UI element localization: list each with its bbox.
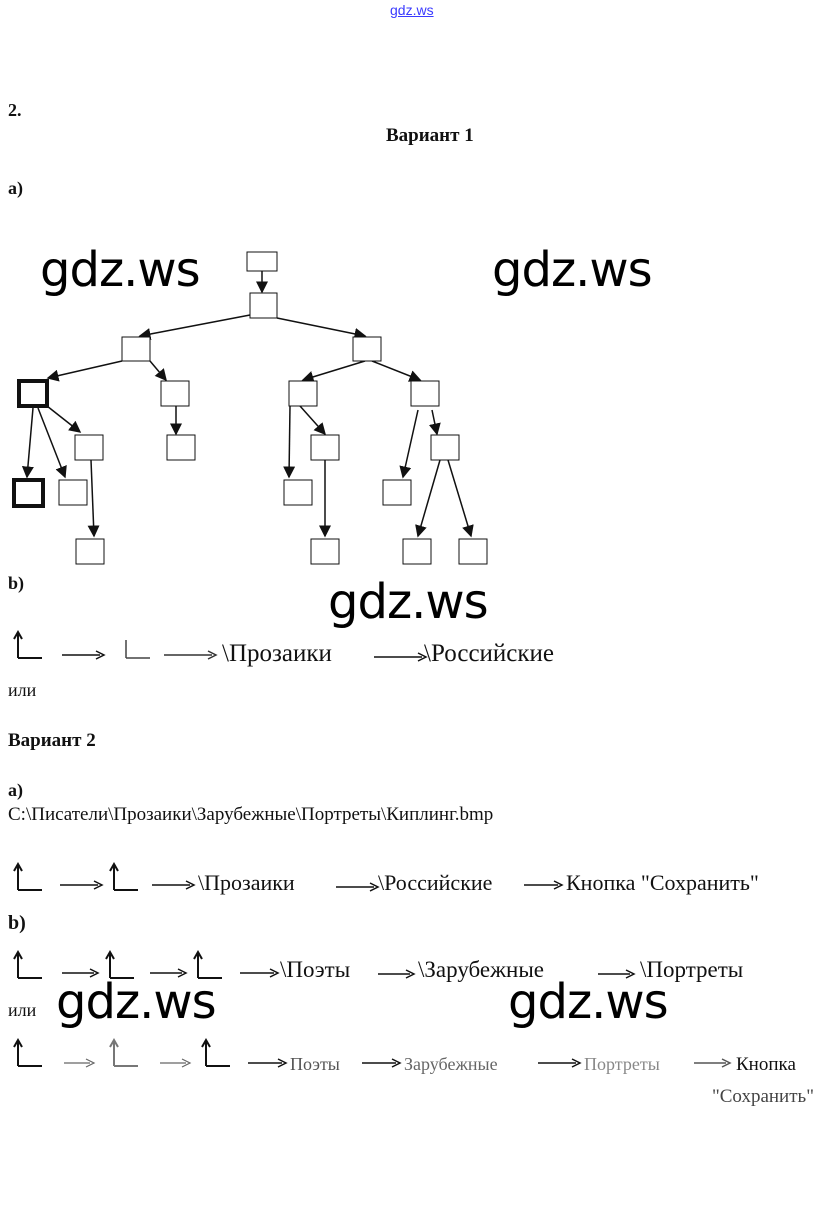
arrow-right-icon bbox=[694, 1058, 732, 1068]
arrow-right-icon bbox=[240, 968, 280, 978]
path-segment: \Российские bbox=[424, 640, 555, 667]
or-label: или bbox=[8, 1000, 37, 1020]
arrow-right-icon bbox=[374, 652, 428, 662]
arrow-right-icon bbox=[62, 968, 100, 978]
arrow-right-icon bbox=[598, 969, 636, 979]
task-number: 2. bbox=[8, 100, 22, 120]
path-segment: Зарубежные bbox=[404, 1054, 498, 1074]
path-segment: Кнопка bbox=[736, 1054, 796, 1075]
file-path: C:\Писатели\Прозаики\Зарубежные\Портреты… bbox=[8, 804, 494, 825]
path-segment: \Российские bbox=[378, 870, 493, 895]
tree-node bbox=[382, 479, 412, 506]
tree-node-highlighted bbox=[12, 478, 45, 508]
tree-node bbox=[246, 251, 278, 272]
or-label: или bbox=[8, 680, 37, 700]
watermark: gdz.ws bbox=[492, 242, 653, 298]
arrow-right-icon bbox=[538, 1058, 582, 1068]
tree-node bbox=[121, 336, 151, 362]
up-level-icon bbox=[109, 1038, 138, 1067]
up-level-icon bbox=[13, 950, 42, 979]
variant1-title: Вариант 1 bbox=[386, 125, 474, 146]
up-level-icon bbox=[105, 950, 134, 979]
path-segment: \Прозаики bbox=[222, 640, 332, 667]
tree-node-highlighted bbox=[17, 379, 49, 408]
header-link[interactable]: gdz.ws bbox=[390, 2, 434, 18]
tree-node bbox=[58, 479, 88, 506]
arrow-right-icon bbox=[524, 880, 564, 890]
arrow-right-icon bbox=[150, 968, 188, 978]
tree-node bbox=[74, 434, 104, 461]
tree-node bbox=[160, 380, 190, 407]
path-segment: "Сохранить" bbox=[712, 1086, 814, 1107]
arrow-right-icon bbox=[362, 1058, 402, 1068]
path-segment: \Зарубежные bbox=[418, 957, 544, 982]
watermark: gdz.ws bbox=[40, 242, 201, 298]
up-level-icon bbox=[109, 862, 138, 891]
tree-node bbox=[249, 292, 278, 319]
tree-node bbox=[310, 434, 340, 461]
folder-tree-diagram bbox=[12, 251, 488, 565]
arrow-right-icon bbox=[248, 1058, 288, 1068]
arrow-right-icon bbox=[62, 650, 106, 660]
watermark: gdz.ws bbox=[328, 574, 489, 630]
tree-node bbox=[310, 538, 340, 565]
save-button-label: Кнопка "Сохранить" bbox=[566, 870, 759, 895]
up-level-icon bbox=[13, 862, 42, 891]
up-level-icon bbox=[13, 630, 42, 659]
tree-node bbox=[166, 434, 196, 461]
arrow-right-icon bbox=[164, 650, 218, 660]
tree-node bbox=[283, 479, 313, 506]
arrow-right-icon bbox=[160, 1058, 192, 1068]
variant2-part-a: а) bbox=[8, 780, 23, 800]
up-level-icon bbox=[13, 1038, 42, 1067]
path-segment: Портреты bbox=[584, 1054, 660, 1074]
path-segment: \Портреты bbox=[640, 957, 744, 982]
watermark: gdz.ws bbox=[508, 974, 669, 1030]
variant1-part-a: а) bbox=[8, 178, 23, 198]
path-segment: \Поэты bbox=[280, 957, 351, 982]
tree-node bbox=[458, 538, 488, 565]
up-level-icon bbox=[193, 950, 222, 979]
tree-node bbox=[430, 434, 460, 461]
watermark: gdz.ws bbox=[56, 974, 217, 1030]
arrow-right-icon bbox=[64, 1058, 96, 1068]
tree-node bbox=[402, 538, 432, 565]
path-segment: \Прозаики bbox=[198, 870, 295, 895]
variant2-title: Вариант 2 bbox=[8, 730, 96, 751]
variant1-part-b: b) bbox=[8, 573, 25, 593]
path-segment: Поэты bbox=[290, 1054, 340, 1074]
arrow-right-icon bbox=[336, 882, 380, 892]
arrow-right-icon bbox=[60, 880, 104, 890]
tree-node bbox=[410, 380, 440, 407]
tree-node bbox=[352, 336, 382, 362]
arrow-right-icon bbox=[378, 969, 416, 979]
up-level-icon bbox=[201, 1038, 230, 1067]
tree-node bbox=[75, 538, 105, 565]
variant2-part-b: b) bbox=[8, 912, 26, 934]
tree-node bbox=[288, 380, 318, 407]
up-level-icon bbox=[125, 640, 150, 659]
arrow-right-icon bbox=[152, 880, 196, 890]
